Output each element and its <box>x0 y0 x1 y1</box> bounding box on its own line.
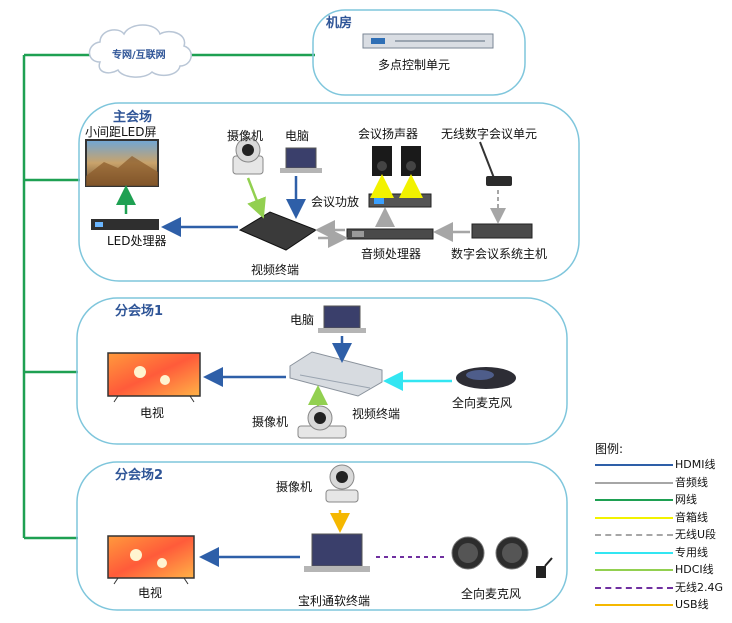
legend-title: 图例: <box>595 442 624 456</box>
zone-frame-branch2 <box>76 461 568 611</box>
legend-swatch <box>595 551 673 554</box>
led-processor-label: LED处理器 <box>107 234 167 248</box>
legend-label: 无线U段 <box>675 528 717 541</box>
zone-frame-machine-room <box>312 9 526 96</box>
main-connections <box>116 174 506 248</box>
legend-label: USB线 <box>675 598 709 611</box>
camera-branch2-label: 摄像机 <box>276 480 313 494</box>
legend-label: 音箱线 <box>675 510 708 524</box>
network-backbone <box>22 53 315 540</box>
legend-label: 网线 <box>675 493 697 506</box>
legend-item: HDMI线 <box>595 455 732 473</box>
legend-swatch <box>595 586 673 589</box>
legend-label: 专用线 <box>675 545 708 559</box>
legend-label: HDMI线 <box>675 458 716 471</box>
wireless-mic-unit-icon <box>479 141 512 186</box>
cloud-label: 专网/互联网 <box>112 50 166 61</box>
audio-processor-label: 音频处理器 <box>361 247 422 261</box>
legend-label: 音频线 <box>675 475 708 489</box>
legend-item: HDCI线 <box>595 560 732 578</box>
led-screen-label: 小间距LED屏 <box>85 125 157 139</box>
camera-branch1-label: 摄像机 <box>252 415 289 429</box>
soft-terminal-label: 宝利通软终端 <box>298 594 371 608</box>
mcu-label: 多点控制单元 <box>378 58 451 72</box>
video-terminal-branch1-label: 视频终端 <box>352 407 401 421</box>
mcu-device-icon <box>362 33 494 49</box>
zone-frame-main <box>78 102 580 282</box>
tv-branch2-label: 电视 <box>138 586 163 600</box>
cloud-icon <box>88 24 192 78</box>
branch1-connections <box>203 336 452 406</box>
mic-branch1-label: 全向麦克风 <box>452 396 513 410</box>
legend-swatch <box>595 516 673 519</box>
computer-main-label: 电脑 <box>285 129 310 143</box>
mic-branch1-icon <box>456 367 516 389</box>
legend-item: 网线 <box>595 490 732 508</box>
camera-main-label: 摄像机 <box>227 129 264 143</box>
video-terminal-branch1-icon <box>289 351 383 397</box>
zone-title-machine-room: 机房 <box>326 16 353 31</box>
video-terminal-main-label: 视频终端 <box>251 263 300 277</box>
branch2-connections <box>199 510 448 567</box>
computer-branch1-label: 电脑 <box>290 313 315 327</box>
legend-swatch <box>595 534 673 536</box>
zone-title-branch2: 分会场2 <box>115 468 164 483</box>
speakers-icon <box>372 146 421 176</box>
video-terminal-main-icon <box>238 211 318 251</box>
audio-processor-icon <box>346 228 434 240</box>
computer-branch1-icon <box>318 305 366 333</box>
conference-host-icon <box>471 223 533 239</box>
camera-branch2-icon <box>325 464 359 503</box>
legend-item: 无线U段 <box>595 525 732 543</box>
tv-branch1-label: 电视 <box>140 406 165 420</box>
legend-swatch <box>595 464 673 466</box>
legend-swatch <box>595 569 673 571</box>
camera-branch1-icon <box>297 405 347 439</box>
legend-label: HDCI线 <box>675 563 714 576</box>
speakers-label: 会议扬声器 <box>358 127 419 141</box>
legend-item: 音箱线 <box>595 508 732 526</box>
zone-title-main: 主会场 <box>113 110 153 125</box>
amplifier-label: 会议功放 <box>311 195 360 209</box>
led-screen-icon <box>85 139 159 187</box>
legend-swatch <box>595 604 673 606</box>
legend-item: 无线2.4G <box>595 578 732 596</box>
tv-branch2-icon <box>107 535 195 585</box>
legend-item: 音频线 <box>595 473 732 491</box>
laptop-branch2-icon <box>304 533 370 572</box>
mic-branch2-label: 全向麦克风 <box>461 587 522 601</box>
conference-host-label: 数字会议系统主机 <box>451 247 548 261</box>
legend-item: 专用线 <box>595 543 732 561</box>
legend-item: USB线 <box>595 595 732 613</box>
amplifier-icon <box>368 193 432 208</box>
mic-branch2-icon <box>451 536 553 578</box>
tv-branch1-icon <box>107 352 201 403</box>
camera-main-icon <box>232 137 264 175</box>
led-processor-icon <box>91 219 159 230</box>
zone-frame-branch1 <box>76 297 568 445</box>
zone-title-branch1: 分会场1 <box>115 304 164 319</box>
legend-label: 无线2.4G <box>675 580 724 594</box>
legend-swatch <box>595 499 673 501</box>
computer-main-icon <box>280 147 322 173</box>
mic-unit-label: 无线数字会议单元 <box>441 127 538 141</box>
legend-swatch <box>595 481 673 484</box>
